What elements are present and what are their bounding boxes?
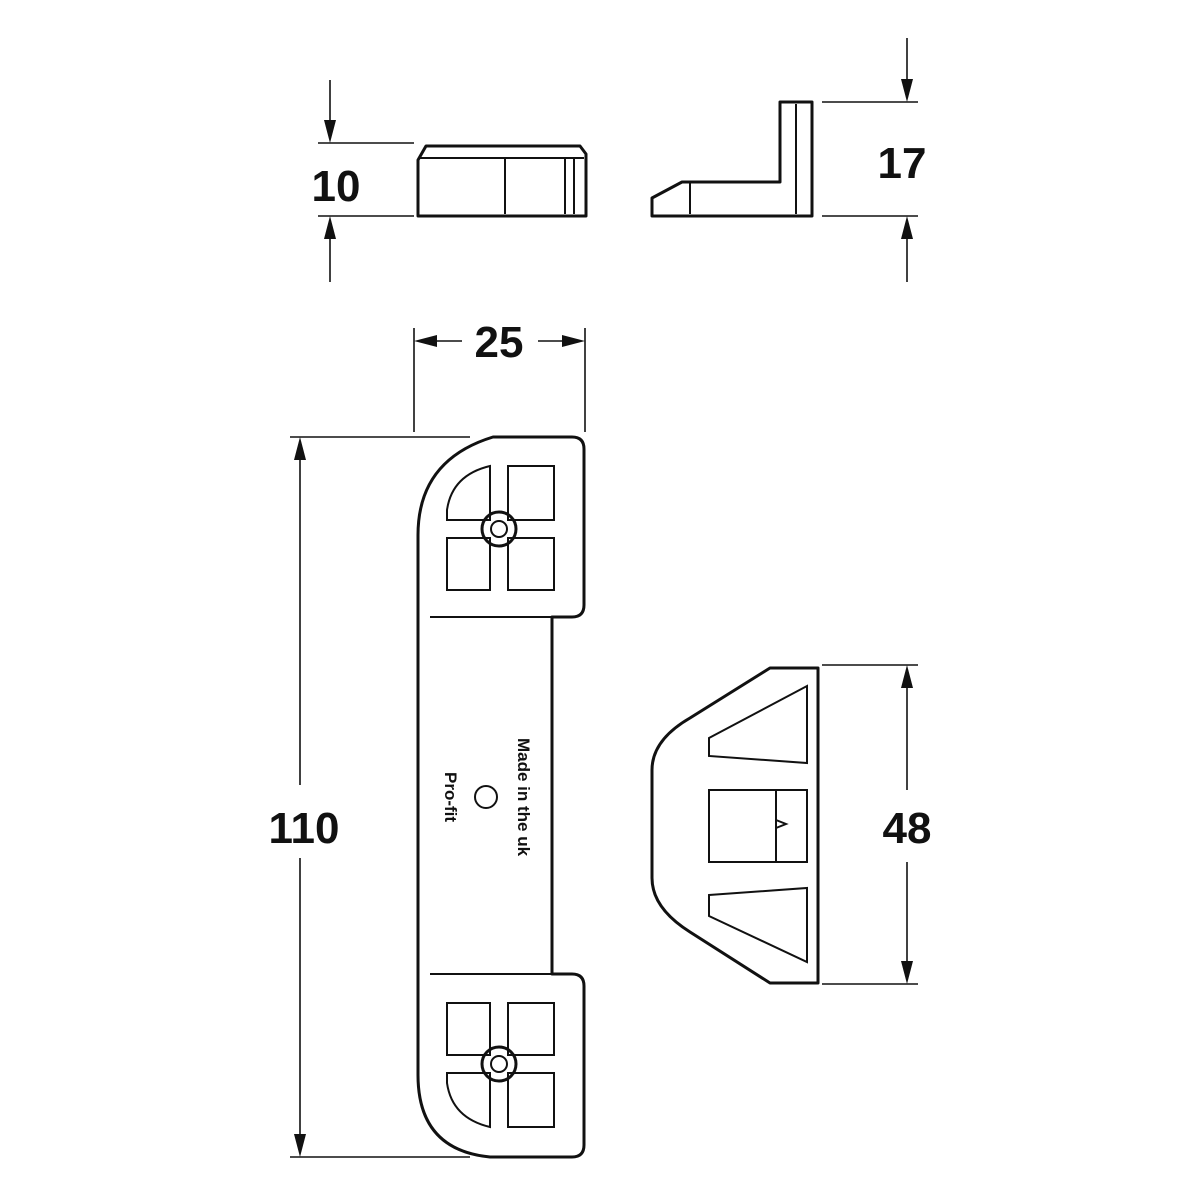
- plan-view: Pro-fit Made in the uk: [416, 435, 586, 1159]
- dimension-width: 25: [413, 318, 586, 432]
- dimension-label-17: 17: [878, 139, 927, 188]
- dimension-label-48: 48: [883, 804, 932, 853]
- end-view-upper-slot: [708, 684, 808, 765]
- dimension-label-25: 25: [475, 318, 524, 367]
- bottom-screw-hole-inner: [490, 1055, 508, 1073]
- dimension-label-110: 110: [269, 804, 340, 853]
- brand-marking: Pro-fit: [441, 772, 460, 822]
- bottom-mounting-block: [446, 1002, 555, 1129]
- top-block-quadrant-br: [507, 537, 555, 591]
- dimension-label-10: 10: [312, 162, 361, 211]
- bottom-block-quadrant-bl: [446, 1072, 491, 1129]
- end-view-outline: [650, 666, 820, 985]
- dimension-height-front: 10: [312, 80, 414, 282]
- bottom-block-quadrant-br: [507, 1072, 555, 1128]
- end-view-lower-slot: [708, 886, 808, 964]
- top-screw-hole-inner: [490, 520, 508, 538]
- end-view-middle-slot: [708, 789, 808, 863]
- bottom-block-quadrant-tl: [446, 1002, 491, 1056]
- dimension-height-side: 17: [822, 38, 926, 282]
- side-view: [650, 100, 814, 218]
- origin-marking: Made in the uk: [514, 738, 533, 857]
- top-mounting-block: [446, 464, 555, 591]
- bottom-screw-hole-outer: [480, 1045, 518, 1083]
- end-view-notch: [775, 819, 789, 829]
- top-block-quadrant-bl: [446, 537, 491, 591]
- center-hole: [474, 785, 498, 809]
- top-block-quadrant-tl: [446, 464, 491, 521]
- front-view: [416, 144, 588, 218]
- front-view-body: [416, 144, 588, 218]
- side-view-profile: [650, 100, 814, 218]
- bottom-block-quadrant-tr: [507, 1002, 555, 1056]
- top-screw-hole-outer: [480, 510, 518, 548]
- top-block-quadrant-tr: [507, 465, 555, 521]
- dimension-depth: 48: [822, 664, 932, 985]
- dimension-length: 110: [269, 436, 470, 1158]
- end-view: [650, 666, 820, 985]
